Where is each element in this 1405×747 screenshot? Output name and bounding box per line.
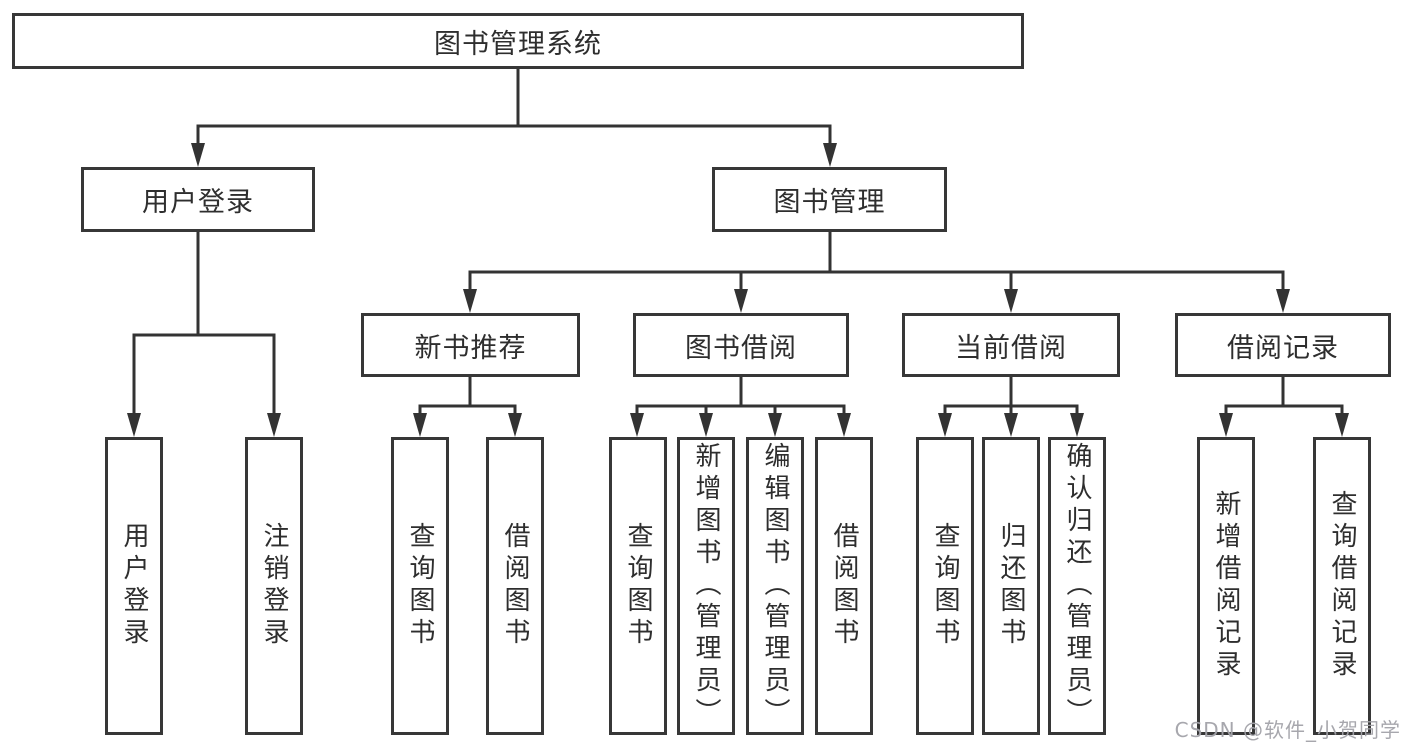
connector-book-borrow-fork: [630, 377, 851, 437]
connector-user-login-fork: [127, 232, 281, 437]
csdn-watermark: CSDN @软件_小贺同学: [1174, 718, 1401, 742]
leaf-logout: 注销登录: [245, 437, 303, 735]
node-new-book-rec: 新书推荐: [361, 313, 580, 377]
leaf-query-book-1: 查询图书: [391, 437, 449, 735]
node-book-mgmt: 图书管理: [712, 167, 947, 232]
node-book-borrow: 图书借阅: [633, 313, 849, 377]
leaf-query-book-3-label: 查询图书: [930, 522, 960, 650]
leaf-query-book-2: 查询图书: [609, 437, 667, 735]
leaf-return-book: 归还图书: [982, 437, 1040, 735]
leaf-confirm-return-label: 确认归还（管理员）: [1062, 442, 1092, 730]
node-new-book-rec-label: 新书推荐: [414, 332, 527, 364]
leaf-add-record: 新增借阅记录: [1197, 437, 1255, 735]
leaf-query-record-label: 查询借阅记录: [1327, 490, 1357, 682]
node-book-borrow-label: 图书借阅: [685, 332, 797, 364]
node-book-mgmt-label: 图书管理: [773, 187, 886, 218]
node-current-borrow-label: 当前借阅: [955, 332, 1067, 364]
leaf-add-record-label: 新增借阅记录: [1211, 490, 1241, 682]
node-current-borrow: 当前借阅: [902, 313, 1120, 377]
node-user-login: 用户登录: [81, 167, 315, 232]
leaf-query-book-1-label: 查询图书: [405, 522, 435, 650]
node-borrow-records: 借阅记录: [1175, 313, 1391, 377]
connector-borrow-records-fork: [1219, 377, 1349, 437]
node-borrow-records-label: 借阅记录: [1227, 332, 1339, 364]
leaf-return-book-label: 归还图书: [996, 522, 1026, 650]
leaf-edit-book: 编辑图书（管理员）: [746, 437, 804, 735]
leaf-borrow-book-1: 借阅图书: [486, 437, 544, 735]
leaf-query-book-2-label: 查询图书: [623, 522, 653, 650]
connector-root-fork: [191, 69, 837, 167]
leaf-add-book-label: 新增图书（管理员）: [691, 442, 721, 730]
leaf-user-login-label: 用户登录: [119, 522, 149, 650]
leaf-logout-label: 注销登录: [259, 522, 289, 650]
leaf-borrow-book-2: 借阅图书: [815, 437, 873, 735]
node-root-label: 图书管理系统: [434, 28, 602, 60]
leaf-add-book: 新增图书（管理员）: [677, 437, 735, 735]
node-user-login-label: 用户登录: [142, 187, 254, 218]
leaf-edit-book-label: 编辑图书（管理员）: [760, 442, 790, 730]
leaf-borrow-book-2-label: 借阅图书: [829, 522, 859, 650]
leaf-user-login: 用户登录: [105, 437, 163, 735]
node-root: 图书管理系统: [12, 13, 1024, 69]
leaf-confirm-return: 确认归还（管理员）: [1048, 437, 1106, 735]
leaf-query-record: 查询借阅记录: [1313, 437, 1371, 735]
leaf-borrow-book-1-label: 借阅图书: [500, 522, 530, 650]
connector-book-mgmt-fork: [463, 232, 1290, 313]
connector-new-book-rec-fork: [413, 377, 522, 437]
leaf-query-book-3: 查询图书: [916, 437, 974, 735]
connector-current-borrow-fork: [938, 377, 1084, 437]
